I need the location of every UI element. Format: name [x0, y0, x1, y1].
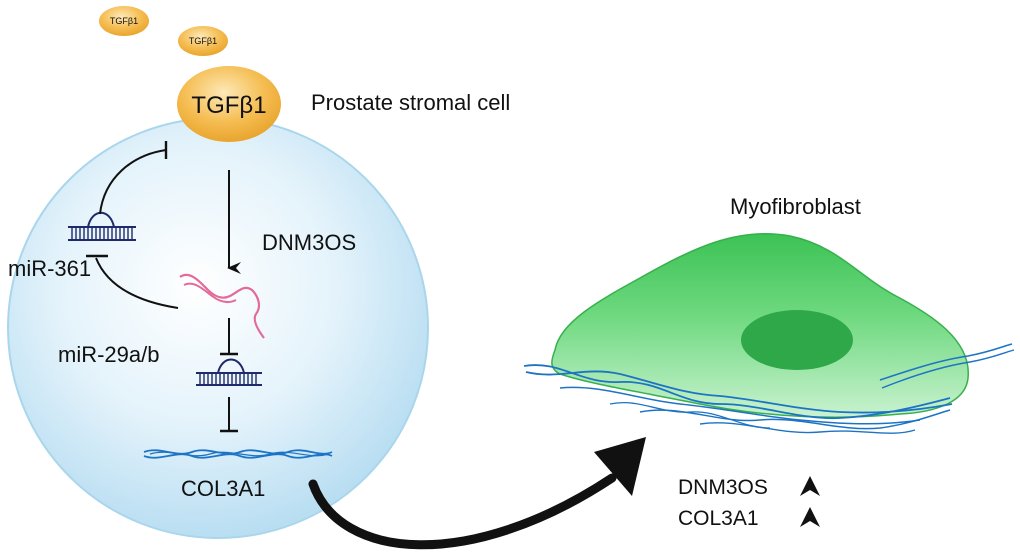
- tgfb1-small-label-2: TGFβ1: [189, 36, 217, 46]
- up-arrow-icon-col3a1: [800, 507, 820, 527]
- dnm3os-inhibits-mir361-curve: [95, 257, 179, 309]
- col3a1-fiber-icon: [143, 449, 333, 459]
- mir361-hairpin-icon: [68, 211, 136, 241]
- col3a1-label: COL3A1: [181, 476, 265, 501]
- myofibroblast-nucleus: [741, 310, 853, 370]
- transition-arrow: [308, 473, 617, 550]
- up-marker-dnm3os-label: DNM3OS: [678, 476, 768, 499]
- tgfb1-main-label: TGFβ1: [191, 92, 266, 119]
- mir361-inhibits-tgfb1-curve: [99, 149, 167, 215]
- dnm3os-label: DNM3OS: [262, 230, 356, 255]
- tgfb1-small-label-1: TGFβ1: [110, 16, 138, 26]
- tgfb1-small-ligand-1: TGFβ1: [99, 6, 149, 36]
- dnm3os-rna-icon: [179, 273, 265, 339]
- prostate-stromal-cell: [7, 117, 429, 539]
- mir29-hairpin-icon: [196, 358, 262, 386]
- transition-arrowhead: [594, 437, 646, 496]
- mir29-label: miR-29a/b: [58, 342, 159, 367]
- tgfb1-small-ligand-2: TGFβ1: [178, 26, 228, 56]
- cell-title: Prostate stromal cell: [311, 90, 510, 115]
- up-arrow-icon-dnm3os: [800, 476, 820, 496]
- myofibroblast-collagen-fibers: [523, 343, 1015, 434]
- tgfb1-ligand: TGFβ1: [177, 66, 281, 142]
- myofibroblast-label: Myofibroblast: [730, 194, 861, 219]
- mir361-label: miR-361: [8, 256, 91, 281]
- up-marker-col3a1-label: COL3A1: [678, 507, 759, 530]
